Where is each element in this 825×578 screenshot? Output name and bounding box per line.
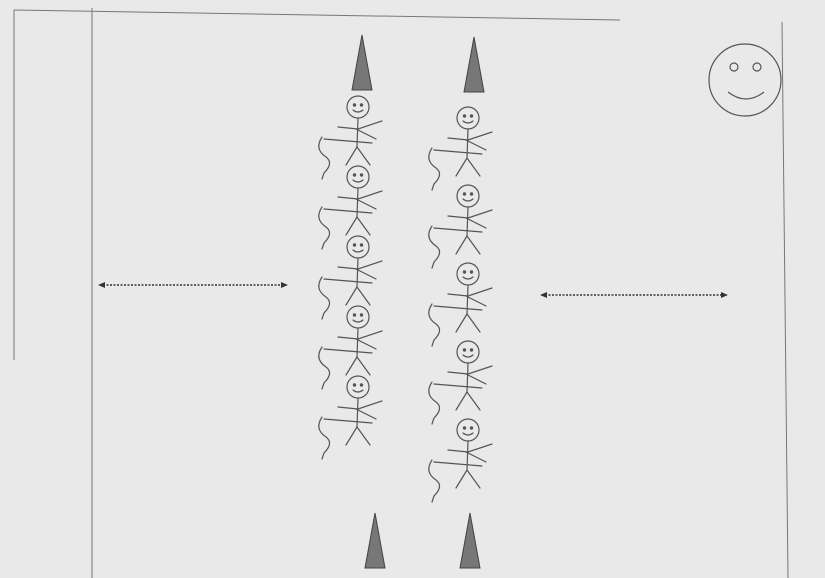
field-diagram-canvas — [0, 0, 825, 578]
diagram — [0, 0, 825, 578]
paper-background — [0, 0, 825, 578]
